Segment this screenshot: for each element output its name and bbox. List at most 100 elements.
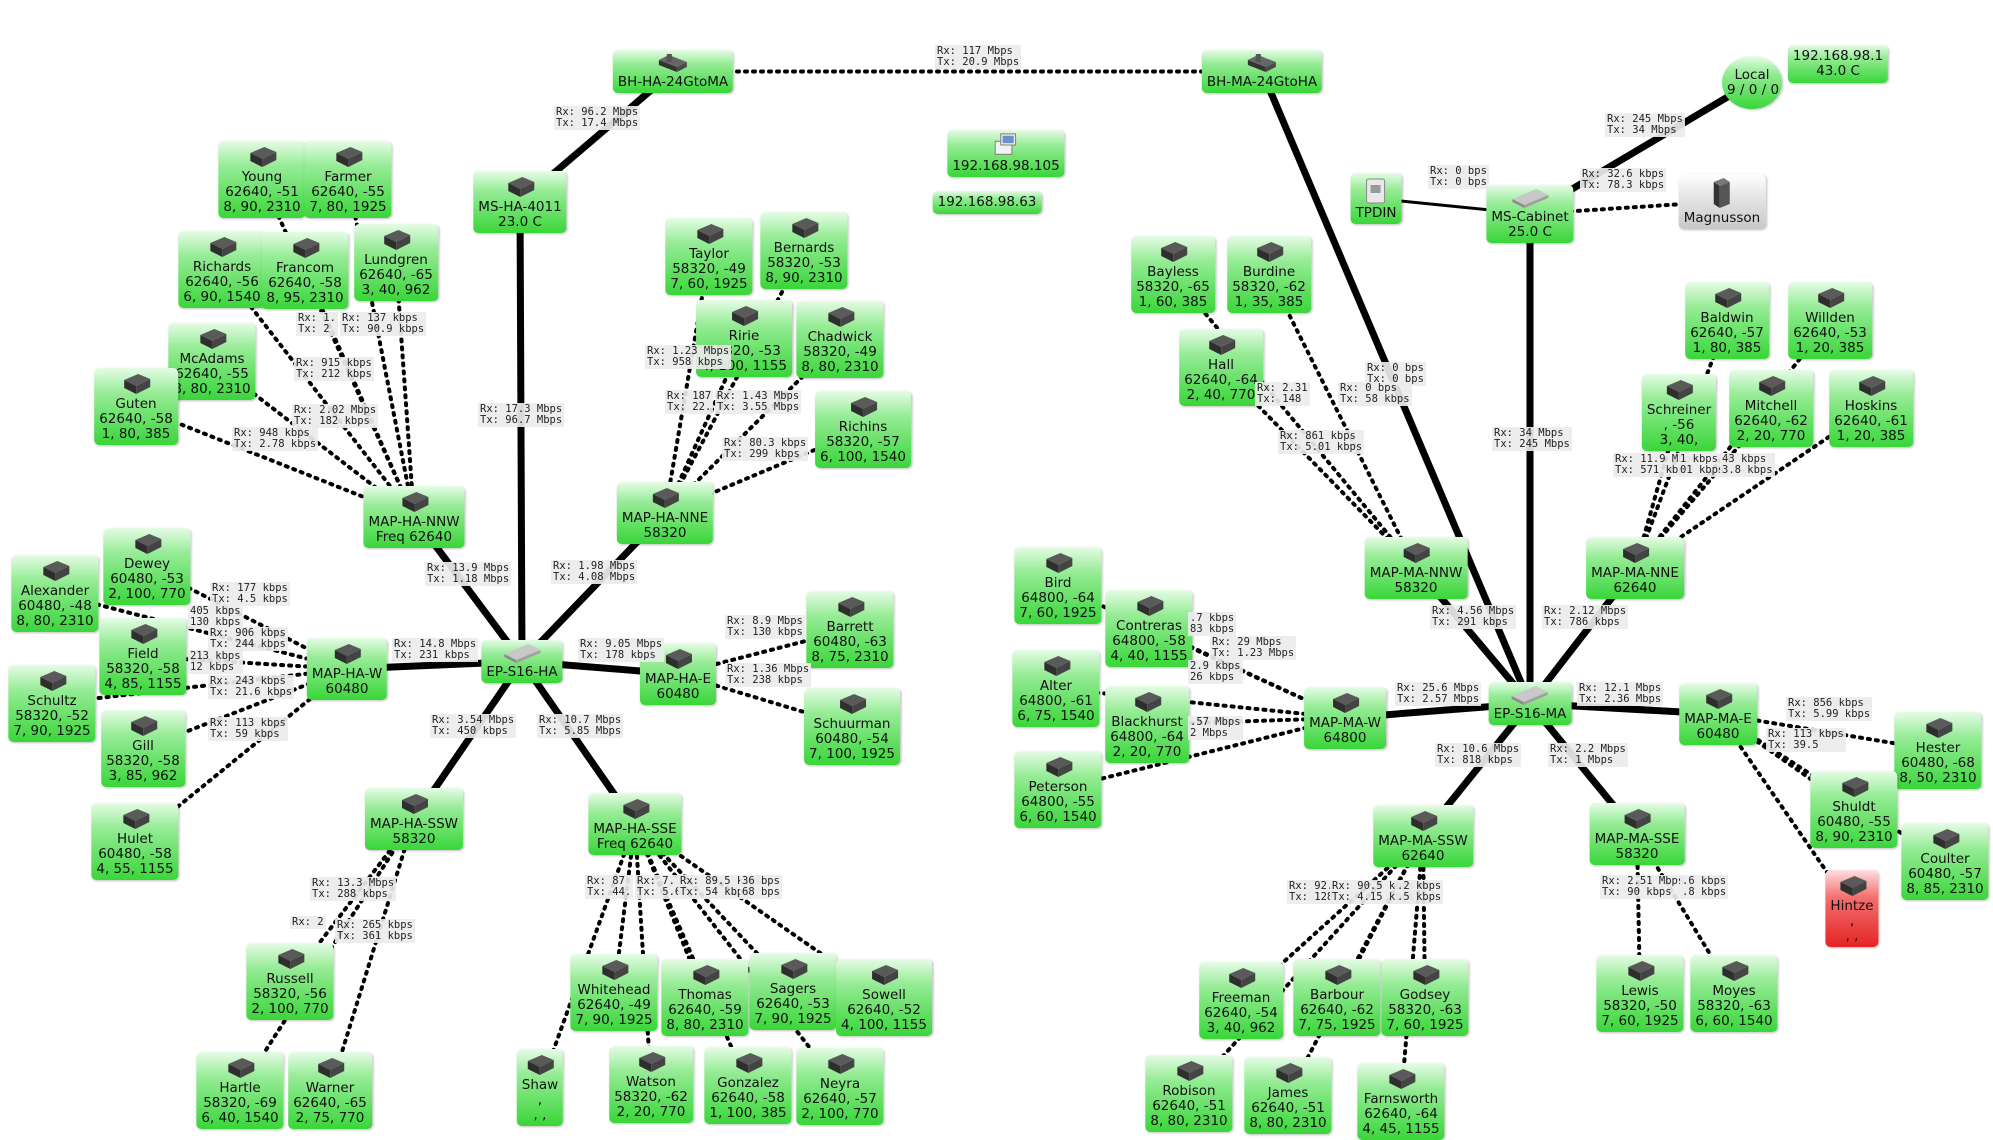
link-map-ma-nnw-burdine[interactable] (1267, 272, 1418, 570)
node-line1: Hartle (219, 1080, 261, 1096)
node-bh-ma[interactable]: BH-MA-24GtoHA (1201, 50, 1323, 93)
link-map-ha-sse-shaw[interactable] (538, 822, 637, 1090)
link-map-ma-nne-willden[interactable] (1633, 318, 1832, 570)
link-map-ma-w-alter[interactable] (1054, 686, 1347, 720)
node-tpdin[interactable]: TPDIN (1350, 173, 1402, 224)
link-map-ha-nne-taylor[interactable] (663, 254, 711, 515)
node-ip105[interactable]: 192.168.98.105 (947, 130, 1065, 177)
link-map-ha-sse-neyra[interactable] (633, 822, 842, 1089)
link-map-ha-nnw-lundgren[interactable] (394, 260, 416, 519)
link-map-ma-ssw-farnsworth[interactable] (1399, 834, 1425, 1104)
link-map-ha-e-barrett[interactable] (676, 627, 852, 676)
link-map-ha-nne-bernards[interactable] (663, 248, 806, 515)
node-ip63[interactable]: 192.168.98.63 (932, 191, 1042, 214)
link-map-ha-w-alexander[interactable] (53, 591, 349, 671)
link-map-ha-w-schultz[interactable] (50, 667, 349, 706)
node-ep-ha[interactable]: EP-S16-HA (481, 640, 563, 683)
link-map-ha-nnw-francom[interactable] (303, 268, 416, 519)
link-ms-ha-ep-ha[interactable] (516, 201, 526, 662)
link-map-ha-sse-gonzalez[interactable] (633, 822, 750, 1088)
link-map-ma-e-hintze[interactable] (1716, 712, 1854, 911)
link-map-ha-ssw-warner[interactable] (328, 817, 416, 1093)
node-shaw[interactable]: Shaw,, , (516, 1049, 564, 1126)
node-magnusson[interactable]: Magnusson (1678, 174, 1766, 229)
link-map-ma-w-peterson[interactable] (1056, 716, 1347, 792)
link-map-ma-ssw-robison[interactable] (1187, 834, 1425, 1096)
node-hintze[interactable]: Hintze,, , (1825, 870, 1879, 947)
node-bh-ha[interactable]: BH-HA-24GtoMA (612, 50, 734, 93)
node-ep-ma[interactable]: EP-S16-MA (1488, 682, 1572, 725)
link-map-ma-nnw-bayless[interactable] (1171, 272, 1418, 570)
